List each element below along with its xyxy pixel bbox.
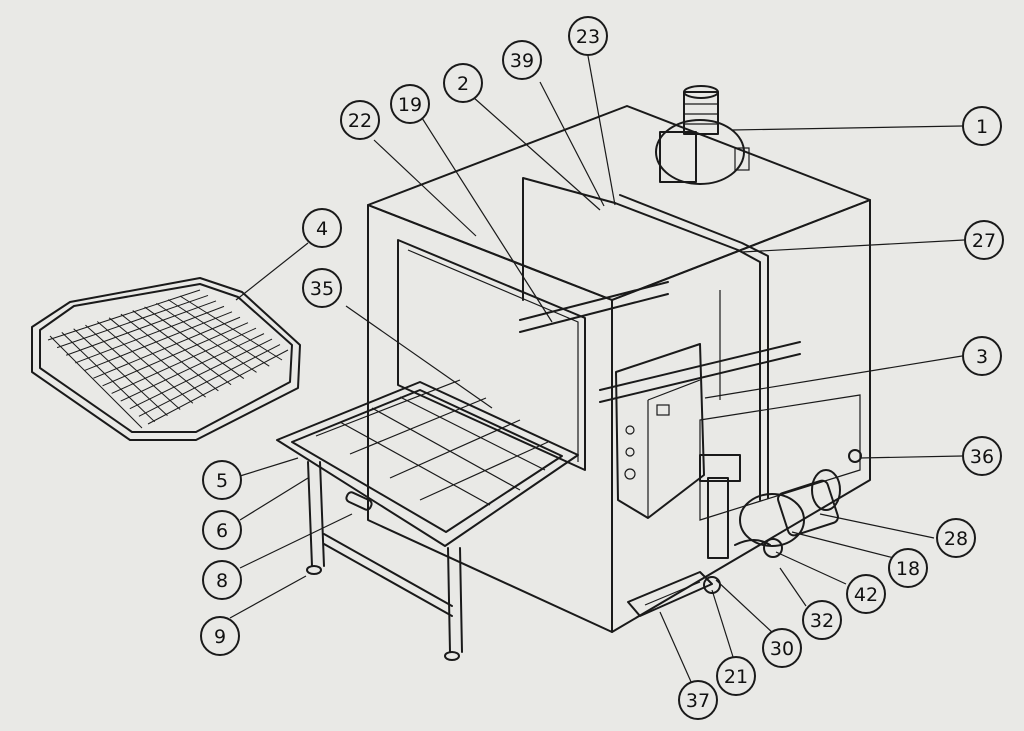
callout-label: 37 [686, 690, 710, 712]
callout-circle [846, 574, 886, 614]
callout-circle [502, 40, 542, 80]
callout-circle [200, 616, 240, 656]
callout-circle [678, 680, 718, 720]
callout-circle [302, 208, 342, 248]
callout-1: 1 [962, 106, 1002, 146]
callout-22: 22 [340, 100, 380, 140]
pump-assembly [699, 454, 841, 559]
callout-label: 32 [810, 610, 834, 632]
callout-label: 28 [944, 528, 968, 550]
callout-35: 35 [302, 268, 342, 308]
callout-label: 5 [216, 470, 228, 492]
callout-circle [964, 220, 1004, 260]
callout-circle [962, 106, 1002, 146]
callout-39: 39 [502, 40, 542, 80]
callout-circle [716, 656, 756, 696]
washer-cabinet [367, 105, 871, 633]
callout-label: 1 [976, 116, 988, 138]
callout-label: 42 [854, 584, 878, 606]
callout-label: 6 [216, 520, 228, 542]
callout-19: 19 [390, 84, 430, 124]
callout-label: 3 [976, 346, 988, 368]
callout-5: 5 [202, 460, 242, 500]
callout-21: 21 [716, 656, 756, 696]
callout-circle [202, 560, 242, 600]
callout-23: 23 [568, 16, 608, 56]
callout-circle [202, 510, 242, 550]
callout-label: 21 [724, 666, 748, 688]
callout-circle [202, 460, 242, 500]
callout-37: 37 [678, 680, 718, 720]
callout-label: 2 [457, 73, 469, 95]
callout-label: 9 [214, 626, 226, 648]
callout-circle [390, 84, 430, 124]
callout-circle [962, 436, 1002, 476]
basket-tray [31, 277, 301, 441]
callout-4: 4 [302, 208, 342, 248]
callout-label: 22 [348, 110, 372, 132]
leader-lines [229, 55, 965, 685]
callout-30: 30 [762, 628, 802, 668]
drain-rail [627, 571, 721, 617]
callout-27: 27 [964, 220, 1004, 260]
callout-circle [762, 628, 802, 668]
callout-3: 3 [962, 336, 1002, 376]
callout-label: 19 [398, 94, 422, 116]
callout-8: 8 [202, 560, 242, 600]
level-gauge-tube [707, 477, 729, 559]
callout-9: 9 [200, 616, 240, 656]
callout-label: 8 [216, 570, 228, 592]
callout-36: 36 [962, 436, 1002, 476]
callout-32: 32 [802, 600, 842, 640]
callout-circle [340, 100, 380, 140]
callout-label: 23 [576, 26, 600, 48]
fan-motor [655, 85, 750, 185]
callout-label: 27 [972, 230, 996, 252]
callout-circle [568, 16, 608, 56]
callout-circle [802, 600, 842, 640]
callout-label: 39 [510, 50, 534, 72]
callout-18: 18 [888, 548, 928, 588]
callout-label: 30 [770, 638, 794, 660]
callout-label: 18 [896, 558, 920, 580]
callout-42: 42 [846, 574, 886, 614]
callout-circle [962, 336, 1002, 376]
callout-label: 35 [310, 278, 334, 300]
callout-circle [936, 518, 976, 558]
callout-6: 6 [202, 510, 242, 550]
callout-28: 28 [936, 518, 976, 558]
callout-circle [302, 268, 342, 308]
callout-label: 4 [316, 218, 328, 240]
callout-2: 2 [443, 63, 483, 103]
callout-circle [888, 548, 928, 588]
loading-table [276, 379, 579, 661]
callout-label: 36 [970, 446, 994, 468]
callout-circle [443, 63, 483, 103]
